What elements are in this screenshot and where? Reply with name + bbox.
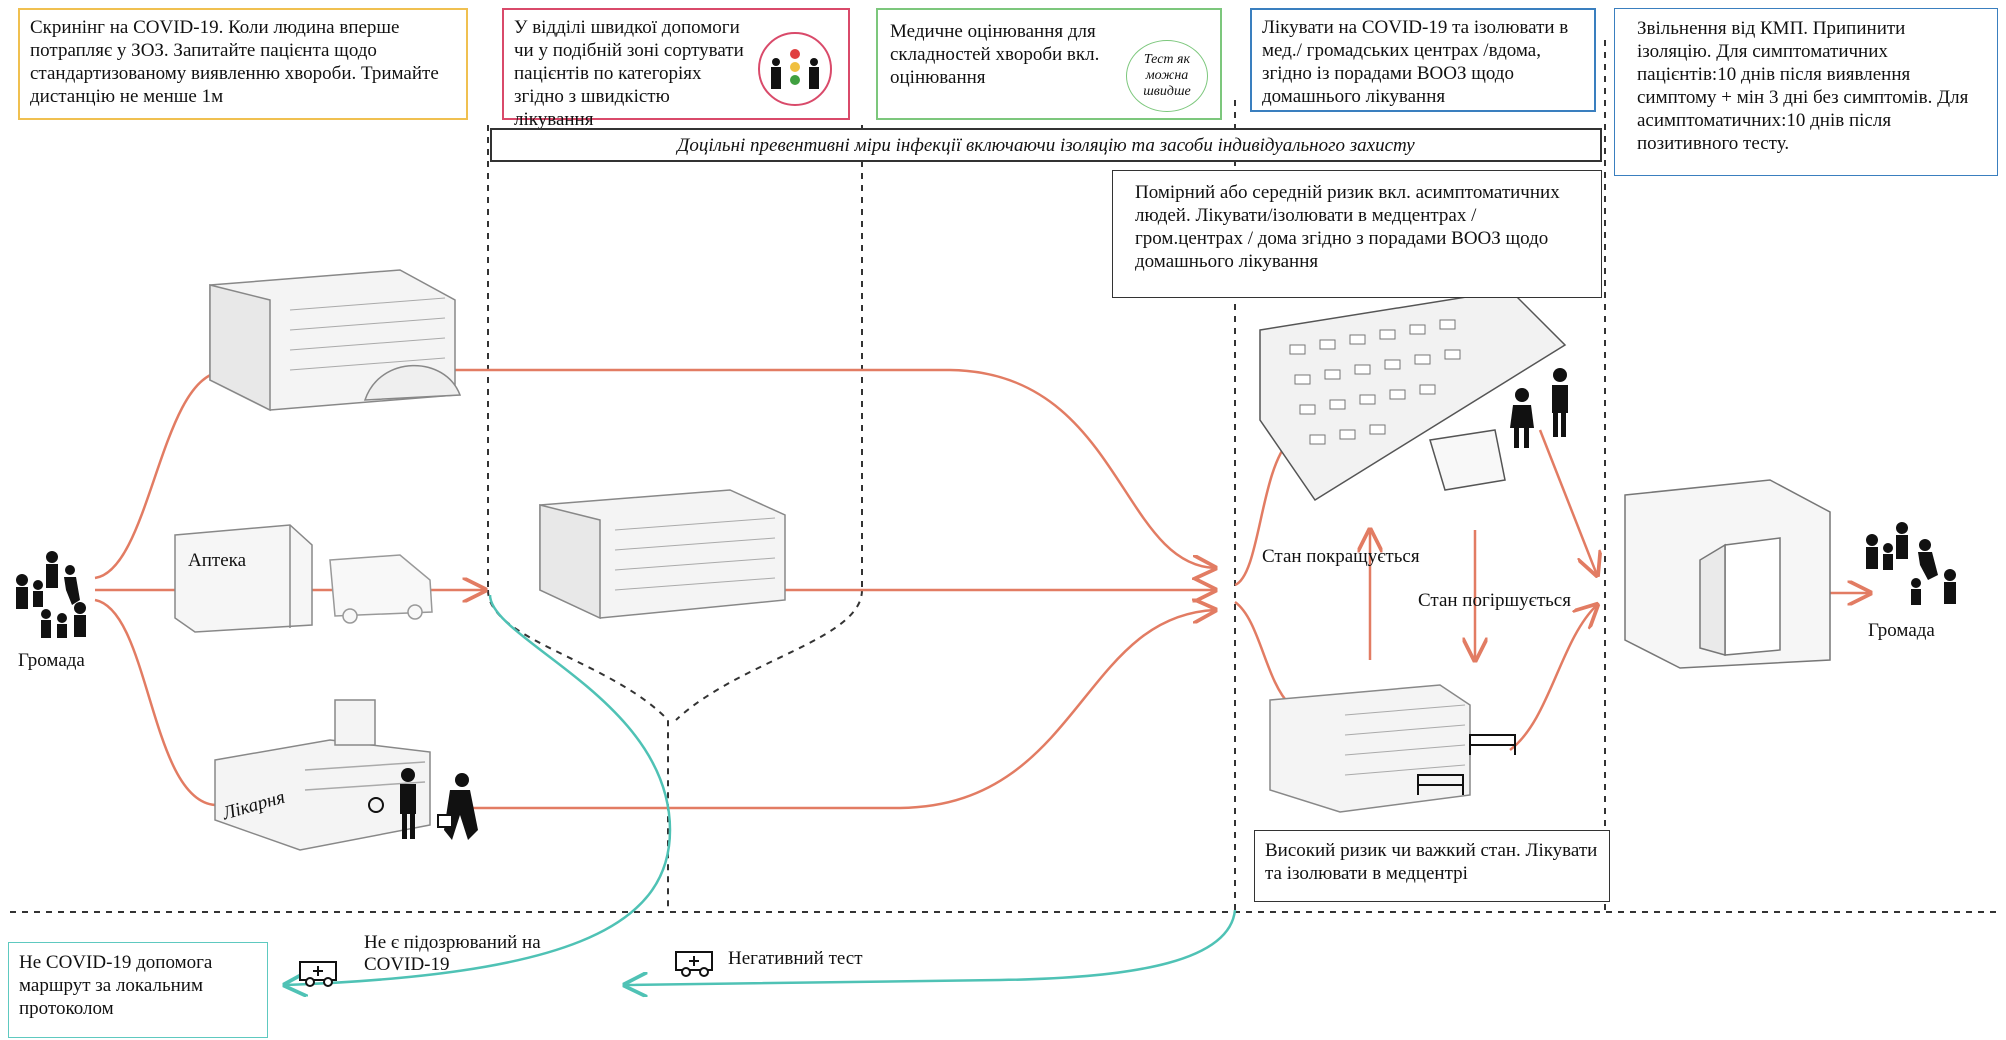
treat-box: Лікувати на COVID-19 та ізолювати в мед.… bbox=[1250, 8, 1596, 112]
flow-community-to-hospital bbox=[94, 598, 216, 807]
separator-merge-right bbox=[675, 589, 863, 721]
triage-box: У відділі швидкої допомоги чи у подібній… bbox=[502, 8, 850, 130]
assessment-text: Медичне оцінювання для складностей хворо… bbox=[890, 21, 1100, 88]
flow-moderate-to-release bbox=[1538, 429, 1597, 575]
flow-split-up bbox=[1234, 439, 1291, 587]
non-covid-box: Не COVID-19 допомога маршрут за локальни… bbox=[8, 942, 268, 1038]
flow-high-to-release bbox=[1509, 605, 1597, 751]
improves-label: Стан покращується bbox=[1262, 546, 1420, 567]
test-badge: Тест як можна швидше bbox=[1126, 40, 1208, 112]
high-risk-box: Високий ризик чи важкий стан. Лікувати т… bbox=[1254, 830, 1610, 902]
red-flow-arrows bbox=[94, 368, 1870, 810]
teal-negative-test bbox=[625, 909, 1237, 985]
hospital-bed-icon bbox=[1417, 734, 1516, 795]
ambulance-icon-right bbox=[675, 951, 713, 977]
ward-room-icon bbox=[1259, 289, 1567, 502]
community-left-label: Громада bbox=[18, 650, 85, 671]
screening-box: Скринінг на COVID-19. Коли людина вперше… bbox=[18, 8, 468, 120]
triage-text: У відділі швидкої допомоги чи у подібній… bbox=[514, 17, 744, 130]
medical-staff-icon bbox=[400, 768, 478, 840]
people-pair-icon bbox=[1510, 368, 1568, 448]
ambulance-vehicle-icon bbox=[329, 554, 433, 624]
worsens-label: Стан погіршується bbox=[1418, 590, 1571, 611]
separator-merge-left bbox=[487, 589, 669, 910]
high-risk-hospital-icon bbox=[1269, 684, 1471, 813]
flow-community-to-top bbox=[94, 370, 221, 580]
flow-top-curve bbox=[949, 368, 1215, 568]
community-right-label: Громада bbox=[1868, 620, 1935, 641]
dashed-separators bbox=[10, 40, 2000, 913]
door-icon bbox=[1624, 479, 1831, 669]
moderate-risk-box: Помірний або середній ризик вкл. асимпто… bbox=[1112, 170, 1602, 298]
community-group-left-icon bbox=[16, 551, 86, 638]
phone-icon bbox=[368, 797, 384, 813]
flow-bottom-curve bbox=[899, 610, 1215, 810]
negative-test-label: Негативний тест bbox=[728, 948, 863, 969]
ambulance-icon-left bbox=[299, 961, 337, 987]
hospital-clinic-building-icon bbox=[214, 699, 431, 851]
flow-split-down bbox=[1234, 600, 1291, 706]
prevention-banner: Доцільні превентивні міри інфекції включ… bbox=[490, 128, 1602, 162]
community-group-right-icon bbox=[1866, 522, 1956, 605]
assessment-box: Медичне оцінювання для складностей хворо… bbox=[876, 8, 1222, 120]
release-box: Звільнення від КМП. Припинити ізоляцію. … bbox=[1614, 8, 1998, 176]
traffic-light-icon bbox=[758, 32, 832, 106]
pharmacy-building-icon bbox=[174, 524, 313, 633]
test-badge-text: Тест як можна швидше bbox=[1143, 52, 1191, 99]
pharmacy-label: Аптека bbox=[188, 550, 247, 571]
not-suspected-label: Не є підозрюваний на COVID-19 bbox=[364, 932, 541, 975]
hospital-building-top-icon bbox=[209, 269, 462, 412]
teal-not-suspected bbox=[285, 594, 672, 985]
hospital-building-middle-icon bbox=[539, 489, 786, 620]
teal-return-arrows bbox=[285, 594, 1237, 985]
